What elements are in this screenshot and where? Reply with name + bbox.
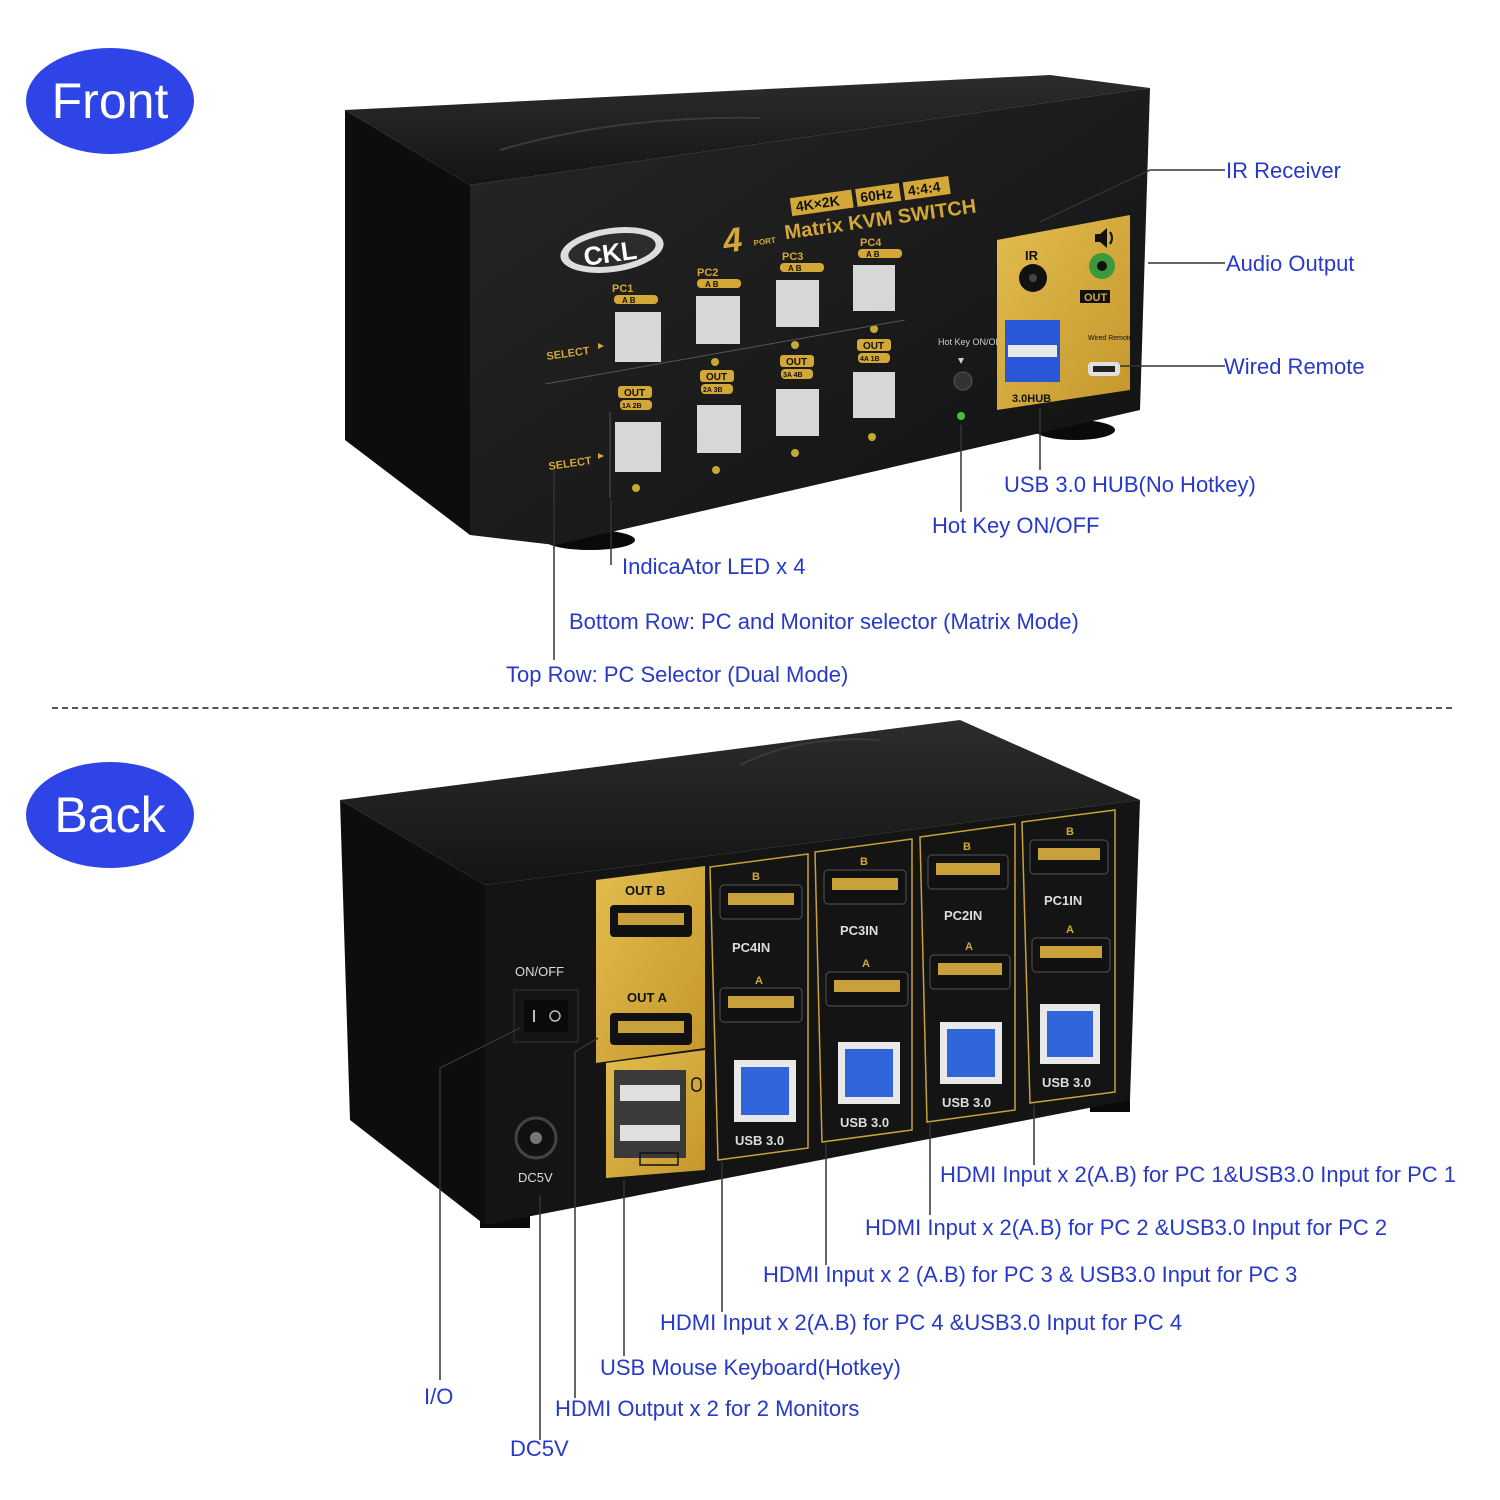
spec-tag-resolution: 4K×2K	[795, 192, 841, 214]
callout-hdmi-output: HDMI Output x 2 for 2 Monitors	[555, 1396, 860, 1421]
pc1-usb-label: USB 3.0	[1042, 1075, 1091, 1090]
pc2-in-label: PC2IN	[944, 908, 982, 923]
callout-pc2-inputs: HDMI Input x 2(A.B) for PC 2 &USB3.0 Inp…	[865, 1215, 1388, 1240]
bottom-out-3: OUT	[786, 357, 807, 368]
top-button-pc3[interactable]	[776, 280, 819, 327]
power-switch[interactable]	[524, 1000, 568, 1032]
back-device	[340, 720, 1140, 1228]
callout-hotkey: Hot Key ON/OFF	[932, 513, 1100, 538]
bottom-button-4[interactable]	[853, 372, 895, 418]
wired-remote-label: Wired Remote	[1088, 335, 1133, 342]
callout-usb-mouse-keyboard: USB Mouse Keyboard(Hotkey)	[600, 1355, 901, 1380]
callout-wired-remote: Wired Remote	[1224, 354, 1365, 379]
usb-hub-label: 3.0HUB	[1012, 393, 1051, 405]
top-button-pc2[interactable]	[696, 296, 740, 344]
top-button-pc4[interactable]	[853, 265, 895, 311]
top-label-pc3: PC3	[782, 251, 803, 263]
top-row-selectors: PC1 PC2 PC3 PC4 A B A B A B A B SELECT	[546, 237, 902, 366]
section-divider	[52, 707, 1452, 709]
mouse-icon	[691, 1077, 702, 1092]
pc1-in-label: PC1IN	[1044, 893, 1082, 908]
callout-top-row: Top Row: PC Selector (Dual Mode)	[506, 662, 849, 687]
speaker-icon	[1095, 228, 1113, 248]
top-ab-pc4: A B	[866, 250, 880, 259]
bottom-sub-2: 2A 3B	[703, 387, 723, 394]
callout-audio-output: Audio Output	[1226, 251, 1355, 276]
bottom-sub-4: 4A 1B	[860, 356, 880, 363]
pc4-b-label: B	[752, 871, 760, 883]
pc4-usb-label: USB 3.0	[735, 1133, 784, 1148]
callout-bottom-row: Bottom Row: PC and Monitor selector (Mat…	[569, 609, 1079, 634]
hotkey-label: Hot Key ON/OFF	[938, 337, 1007, 347]
ckl-logo: CKL	[560, 227, 664, 273]
dc-label: DC5V	[518, 1170, 553, 1185]
top-button-pc1[interactable]	[615, 312, 661, 362]
top-ab-pc1: A B	[622, 296, 636, 305]
front-io-panel: IR OUT 3.0HUB Wired Remote	[997, 215, 1133, 410]
pc1-b-label: B	[1066, 826, 1074, 838]
pc3-usb-label: USB 3.0	[840, 1115, 889, 1130]
out-label: OUT	[1084, 292, 1108, 304]
product-title: 4 PORT Matrix KVM SWITCH 4K×2K 60Hz 4:4:…	[720, 175, 978, 261]
callout-ir-receiver: IR Receiver	[1226, 158, 1341, 183]
front-badge: Front	[26, 48, 194, 154]
pc3-in-label: PC3IN	[840, 923, 878, 938]
pc3-b-label: B	[860, 856, 868, 868]
bottom-button-1[interactable]	[615, 422, 661, 472]
hotkey-group: Hot Key ON/OFF	[938, 337, 1007, 420]
pc4-in-label: PC4IN	[732, 940, 770, 955]
bottom-button-3[interactable]	[776, 389, 819, 436]
port-word: PORT	[753, 236, 776, 248]
callout-indicator-led: IndicaAtor LED x 4	[622, 554, 806, 579]
bottom-out-1: OUT	[624, 388, 645, 399]
brand-text: CKL	[582, 235, 639, 272]
back-leader-lines	[439, 1027, 1035, 1440]
spec-tag-refresh: 60Hz	[859, 185, 894, 205]
pc2-b-label: B	[963, 841, 971, 853]
out-a-label: OUT A	[627, 990, 668, 1005]
pc-inputs: B PC4IN A USB 3.0 B PC3IN A USB 3.0 B PC…	[709, 809, 1116, 1161]
callout-pc1-inputs: HDMI Input x 2(A.B) for PC 1&USB3.0 Inpu…	[940, 1162, 1456, 1187]
pc2-a-label: A	[965, 941, 973, 953]
hotkey-button[interactable]	[953, 371, 973, 391]
top-ab-pc3: A B	[788, 264, 802, 273]
out-b-label: OUT B	[625, 883, 665, 898]
callout-io: I/O	[424, 1384, 454, 1409]
pc4-a-label: A	[755, 975, 763, 987]
hotkey-led	[957, 412, 965, 420]
bottom-button-2[interactable]	[697, 405, 741, 453]
bottom-out-4: OUT	[863, 341, 884, 352]
callout-pc3-inputs: HDMI Input x 2 (A.B) for PC 3 & USB3.0 I…	[763, 1262, 1298, 1287]
callout-usb-hub: USB 3.0 HUB(No Hotkey)	[1004, 472, 1256, 497]
bottom-row-selectors: OUT 1A 2B OUT 2A 3B OUT 3A 4B OUT 4A 1B …	[544, 319, 906, 498]
ir-label: IR	[1025, 248, 1039, 263]
usb-mouse-keyboard-ports[interactable]	[614, 1070, 686, 1158]
pc2-usb-label: USB 3.0	[942, 1095, 991, 1110]
top-label-pc1: PC1	[612, 283, 633, 295]
output-panel: OUT B OUT A	[596, 866, 705, 1178]
top-label-pc4: PC4	[860, 237, 882, 249]
callout-dc5v: DC5V	[510, 1436, 569, 1461]
bottom-sub-1: 1A 2B	[622, 403, 642, 410]
callout-pc4-inputs: HDMI Input x 2(A.B) for PC 4 &USB3.0 Inp…	[660, 1310, 1183, 1335]
power-section: ON/OFF DC5V	[513, 964, 579, 1185]
pc3-a-label: A	[862, 958, 870, 970]
top-label-pc2: PC2	[697, 267, 718, 279]
front-leader-lines	[553, 169, 1225, 660]
back-badge: Back	[26, 762, 194, 868]
power-label: ON/OFF	[515, 964, 564, 979]
bottom-out-2: OUT	[706, 372, 727, 383]
top-ab-pc2: A B	[705, 280, 719, 289]
keyboard-icon	[639, 1152, 679, 1166]
spec-tag-chroma: 4:4:4	[907, 178, 942, 198]
pc1-a-label: A	[1066, 924, 1074, 936]
bottom-sub-3: 3A 4B	[783, 372, 803, 379]
